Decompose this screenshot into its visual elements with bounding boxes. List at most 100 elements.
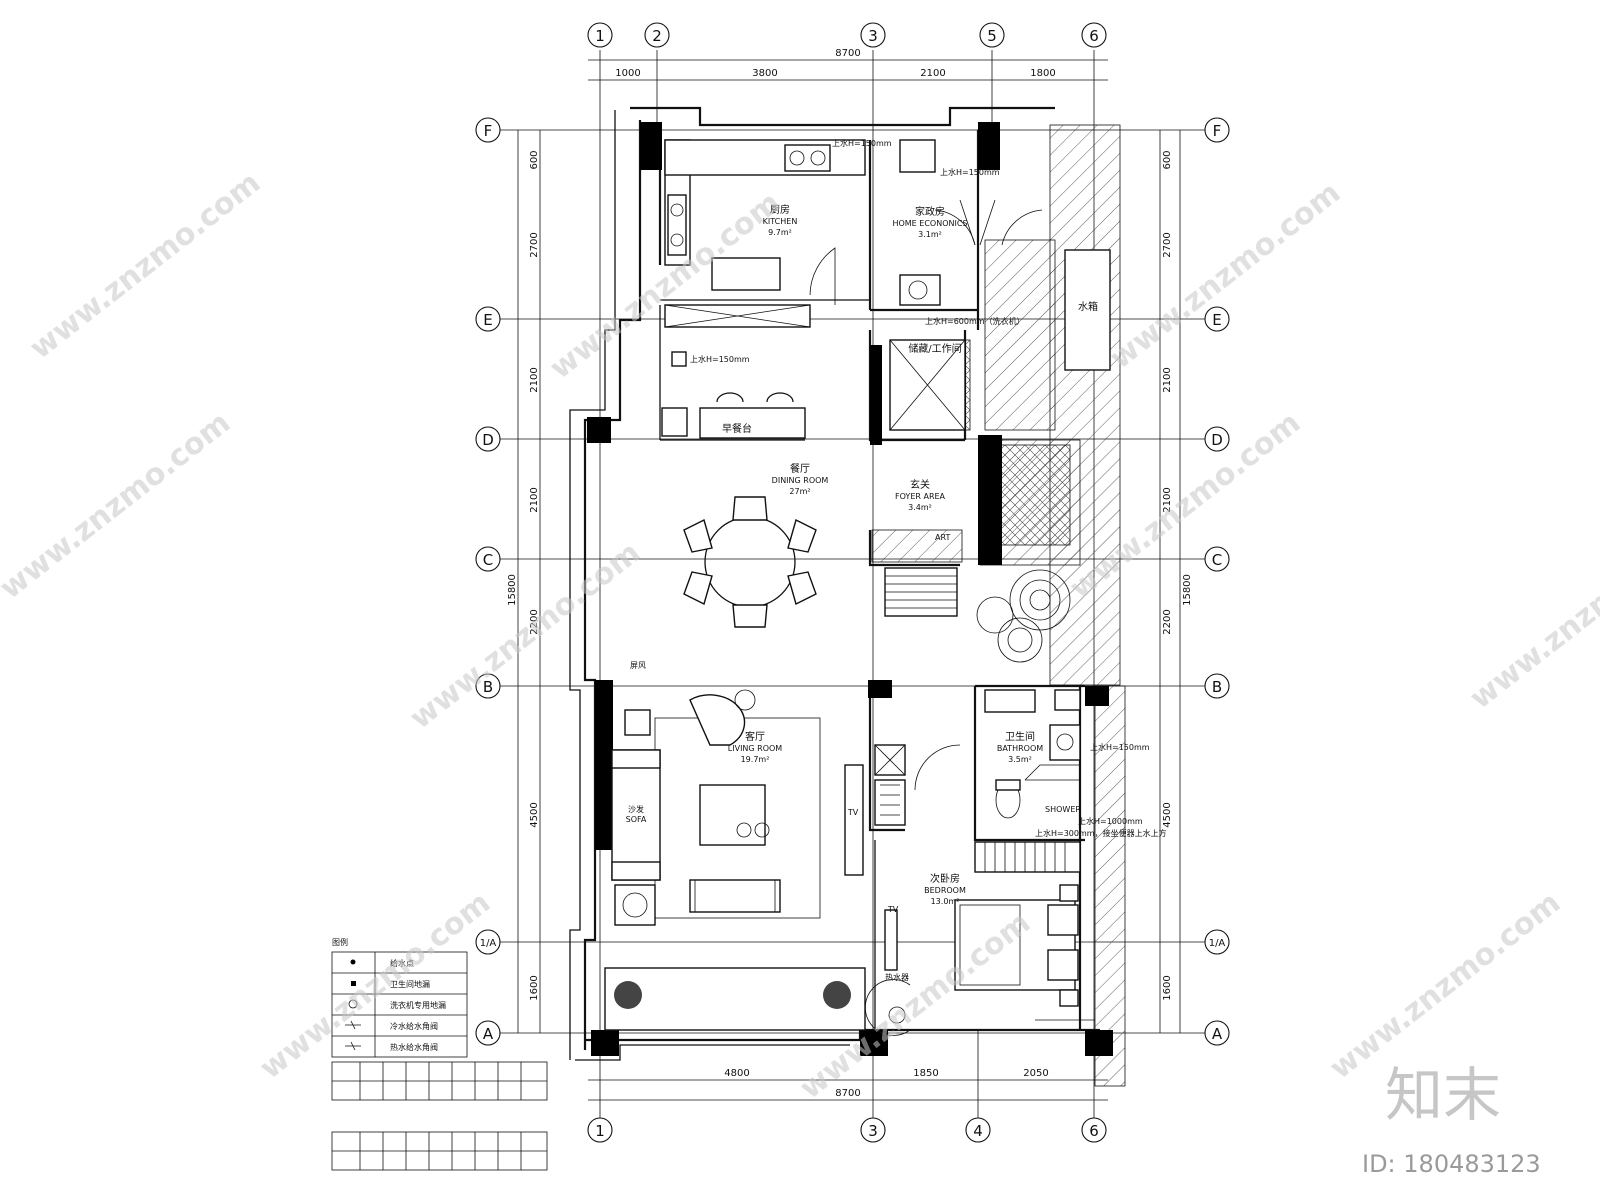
axis-top-3: 3: [868, 27, 878, 45]
foyer-label-cn: 玄关: [910, 478, 930, 491]
axis-left-E: E: [483, 311, 492, 329]
legend: 图例 给水点 卫生间地漏 洗衣机专用地漏 冷水给水角阀 热水给水角阀: [331, 937, 468, 1058]
kitchen-water-note-2: 上水H=150mm: [940, 167, 1000, 177]
structural-columns: [587, 122, 1113, 1056]
dining-label-en: DINING ROOM: [772, 476, 829, 485]
sofa-label-cn: 沙发: [628, 804, 644, 814]
home-economics: [899, 139, 1043, 306]
bedroom: [865, 884, 1095, 1036]
axis-bubbles-bottom: 1 3 4 6: [587, 1117, 1107, 1143]
watermark-id: ID: 180483123: [1362, 1150, 1541, 1178]
dim-side-total-r: 15800: [1182, 574, 1193, 606]
watermark-7: www.znzmo.com: [1463, 515, 1600, 716]
axis-bottom-6: 6: [1089, 1122, 1099, 1140]
axis-bubbles-left: F E D C B 1/A A: [475, 117, 501, 1046]
legend-item-2: 卫生间地漏: [390, 979, 430, 989]
living-label-cn: 客厅: [745, 730, 765, 743]
water-tank-label: 水箱: [1078, 300, 1098, 313]
legend-item-5: 热水给水角阀: [390, 1042, 438, 1052]
shower-label: SHOWER: [1045, 805, 1081, 814]
kitchen-water-note-1: 上水H=150mm: [832, 138, 892, 148]
dim-bottom-total: 8700: [835, 1088, 860, 1099]
art-label: ART: [935, 533, 950, 542]
watermark-10: www.znzmo.com: [1323, 885, 1567, 1086]
breakfast-bar: [661, 351, 806, 439]
dim-side-6: 4500: [529, 802, 540, 827]
home-econ-water-note: 上水H=600mm（洗衣机）: [925, 316, 1025, 326]
dim-bottom-2: 1850: [913, 1068, 938, 1079]
axis-right-1A: 1/A: [1209, 938, 1226, 949]
axis-left-1A: 1/A: [480, 938, 497, 949]
axis-left-B: B: [483, 678, 493, 696]
axis-top-1: 1: [595, 27, 605, 45]
axis-left-D: D: [482, 431, 494, 449]
axis-left-A: A: [483, 1025, 494, 1043]
dim-side-total: 15800: [507, 574, 518, 606]
kitchen-label-cn: 厨房: [770, 203, 790, 216]
dim-top-3: 2100: [920, 68, 945, 79]
foyer-area: 3.4m²: [908, 503, 932, 512]
dim-top-2: 3800: [752, 68, 777, 79]
dim-side-r-1: 600: [1162, 150, 1173, 169]
water-tank: [1064, 249, 1111, 371]
axis-right-F: F: [1213, 122, 1222, 140]
axis-right-B: B: [1212, 678, 1222, 696]
watermark-1: www.znzmo.com: [23, 165, 267, 366]
bathroom: [974, 689, 1081, 873]
dim-side-r-5: 2200: [1162, 609, 1173, 634]
storage-room: [889, 339, 966, 431]
axis-top-6: 6: [1089, 27, 1099, 45]
legend-title: 图例: [332, 937, 348, 947]
screen-label: 屏风: [630, 661, 646, 670]
living-tv-label: TV: [847, 808, 859, 817]
schedule-table-2: [331, 1131, 548, 1171]
bathroom-label-en: BATHROOM: [997, 744, 1043, 753]
legend-item-4: 冷水给水角阀: [390, 1021, 438, 1031]
dim-side-r-7: 1600: [1162, 975, 1173, 1000]
axis-bottom-1: 1: [595, 1122, 605, 1140]
living-room: [604, 689, 866, 1031]
axis-right-A: A: [1212, 1025, 1223, 1043]
dim-top-total: 8700: [835, 48, 860, 59]
axis-top-2: 2: [652, 27, 662, 45]
dim-side-r-3: 2100: [1162, 367, 1173, 392]
breakfast-water-note: 上水H=150mm: [690, 354, 750, 364]
dim-top-4: 1800: [1030, 68, 1055, 79]
sofa-label-en: SOFA: [626, 815, 647, 824]
bedroom-label-cn: 次卧房: [930, 872, 960, 885]
axis-left-F: F: [484, 122, 493, 140]
axis-right-E: E: [1212, 311, 1221, 329]
axis-bottom-4: 4: [973, 1122, 983, 1140]
bedroom-tv-label: TV: [887, 905, 899, 914]
bath-note: 上水H=300mm，接坐便器上水上方: [1035, 828, 1167, 838]
living-label-en: LIVING ROOM: [728, 744, 783, 753]
axis-bubbles-top: 1 2 3 5 6: [587, 22, 1107, 48]
home-econ-area: 3.1m²: [918, 230, 942, 239]
kitchen-label-en: KITCHEN: [763, 217, 798, 226]
dim-side-3: 2100: [529, 367, 540, 392]
foyer-label-en: FOYER AREA: [895, 492, 946, 501]
shower-water-note: 上水H=1000mm: [1078, 816, 1143, 826]
axis-right-D: D: [1211, 431, 1223, 449]
dim-side-5: 2200: [529, 609, 540, 634]
water-heater-label: 热水器: [885, 972, 909, 982]
axis-left-C: C: [483, 551, 493, 569]
axis-bottom-3: 3: [868, 1122, 878, 1140]
legend-item-1: 给水点: [390, 958, 414, 968]
axis-top-5: 5: [987, 27, 997, 45]
dim-side-7: 1600: [529, 975, 540, 1000]
bathroom-area: 3.5m²: [1008, 755, 1032, 764]
dim-side-right: 15800 600 2700 2100 2100 2200 4500 1600: [1162, 150, 1193, 1000]
dim-side-r-2: 2700: [1162, 232, 1173, 257]
dining-label-cn: 餐厅: [790, 462, 810, 475]
dim-side-r-6: 4500: [1162, 802, 1173, 827]
axis-right-C: C: [1212, 551, 1222, 569]
foyer: [871, 529, 963, 617]
dimension-lines: [517, 59, 1181, 1101]
living-area: 19.7m²: [741, 755, 770, 764]
watermark-4: www.znzmo.com: [0, 405, 237, 606]
kitchen: [664, 139, 866, 328]
dining-table: [683, 496, 817, 628]
dim-side-left: 15800 600 2700 2100 2100 2200 4500 1600: [507, 150, 540, 1000]
dim-bottom-3: 2050: [1023, 1068, 1048, 1079]
